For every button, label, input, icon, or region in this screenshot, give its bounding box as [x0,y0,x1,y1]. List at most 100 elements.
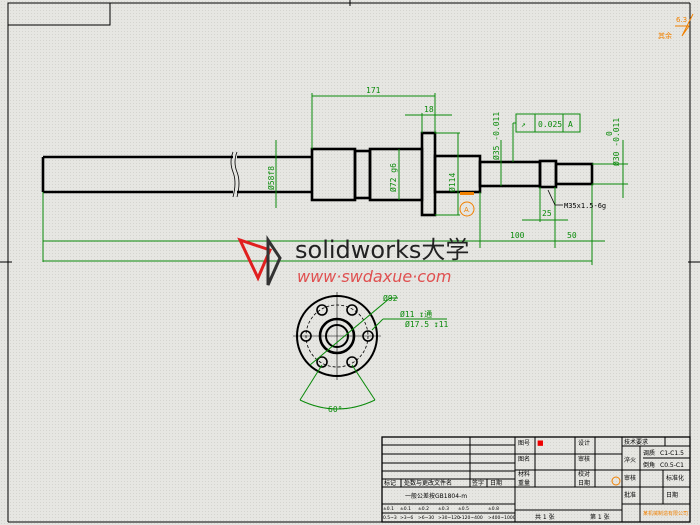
drawing-label: 日期 [490,479,502,487]
drawing-line [382,437,690,522]
drawing-label: 其余 [658,31,672,40]
drawing-line [316,356,328,368]
drawing-label: 倒角 [643,461,655,469]
drawing-label: A [568,120,573,129]
drawing-line [299,364,323,401]
drawing-label: 0.5~3 [383,515,397,521]
drawing-line [299,399,376,410]
drawing-label: M35x1.5-6g [564,202,606,210]
drawing-label: 淬火 [624,456,636,464]
drawing-label: www·swdaxue·com [297,267,451,286]
drawing-label: 审核 [578,455,590,463]
drawing-line [362,330,374,342]
drawing-label: 共 1 张 [535,513,555,521]
drawing-label: 设计 [578,439,590,447]
drawing-label: Ø58f8 [266,166,276,190]
drawing-label: ↗ [521,120,526,129]
gdt-frame: ↗ 0.025 A [512,113,581,162]
drawing-line [538,159,558,189]
drawing-label: Ø30 -0.011 [611,118,621,166]
drawing-line [237,237,273,282]
drawing-label: ±0.8 [488,506,499,512]
drawing-label: 0.025 [538,120,562,129]
drawing-label: 图名 [518,455,530,463]
drawing-line [41,155,312,194]
drawing-label: 调质 [643,449,655,457]
drawing-label: 171 [366,86,381,95]
drawing-label: 60° [328,405,342,414]
drawing-line [478,160,542,188]
drawing-label: solidworks大学 [295,236,469,264]
drawing-line [460,192,474,195]
drawing-label: 标记 [384,479,396,487]
flange-end-view: Ø92 Ø11 ↧通 Ø17.5 ↧11 60° [293,292,449,414]
drawing-label: 批准 [624,491,636,499]
surface-roughness-symbol: 其余 6.3 [658,13,694,40]
drawing-line [346,304,358,316]
drawing-label: Ø11 ↧通 [400,309,432,319]
drawing-label: ±0.1 [400,506,411,512]
drawing-line [459,201,475,217]
drawing-label: ±0.2 [418,506,429,512]
drawing-line [300,330,312,342]
drawing-label: >120~400 [458,515,483,521]
drawing-label: >3~6 [400,515,413,521]
drawing-line [353,149,372,200]
drawing-label: Ø35 -0.011 [491,112,501,160]
drawing-label: 处数与更改文件名 [404,479,452,487]
drawing-label: ■ [537,439,544,447]
drawing-label: A [464,206,469,214]
drawing-line [309,297,391,366]
drawing-label: 标准化 [666,474,684,482]
drawing-line [675,13,694,37]
drawing-label: 材料 [518,470,530,478]
drawing-label: ±0.5 [458,506,469,512]
drawing-label: Ø92 [383,293,398,303]
drawing-label: 一般公差按GB1804-m [405,492,467,500]
top-left-box [7,2,111,26]
datum-a: A [459,192,475,217]
drawing-label: 某机械制造有限公司 [643,510,688,517]
drawing-line [371,318,384,331]
drawing-label: C1-C1.5 [660,450,684,457]
drawing-label: C0.5-C1 [660,462,684,469]
drawing-label: 18 [424,105,434,114]
drawing-label: ±0.1 [383,506,394,512]
drawing-line [310,147,357,202]
drawing-label: 签字 [472,479,484,487]
drawing-label: Ø114 [447,173,457,192]
drawing-line: ±0.1 ±0.1 ±0.2 ±0.3 ±0.5 ±0.8 0.5~3 >3~6… [383,506,516,521]
drawing-label: >400~1000 [488,515,516,521]
drawing-label: 审核 [624,474,636,482]
drawing-label: 图号 [518,440,530,447]
drawing-label: >6~30 [418,515,434,521]
drawing-label: 日期 [666,491,678,499]
drawing-label: 50 [567,231,577,240]
drawing-label: ±0.3 [438,506,449,512]
drawing-label: 6.3 [676,16,687,24]
shaft-front-view [41,131,594,217]
drawing-label: 日期 [578,479,590,487]
break-line [230,151,240,198]
drawing-label: 重量 [518,479,530,487]
drawing-label: Ø72 g6 [388,163,398,192]
drawing-line [420,131,437,217]
drawing-line [611,476,621,486]
drawing-line [547,189,563,206]
drawing-line [554,162,594,186]
drawing-line [351,364,376,401]
drawing-line [266,235,282,286]
drawing-label: 100 [510,231,525,240]
drawing-line [300,304,374,368]
drawing-label: Ø17.5 ↧11 [405,319,449,329]
drawing-line [346,356,358,368]
drawing-label: >30~120 [438,515,460,521]
dimensions: 100 50 171 18 Ø58f8 Ø72 g6 Ø114 Ø35 -0.0… [42,86,628,265]
watermark-logo: solidworks大学 www·swdaxue·com [237,235,469,286]
drawing-label: 校对 [578,470,590,478]
drawing-label: 25 [542,209,552,218]
drawing-label: 技术要求 [624,438,648,446]
drawing-label: 0 [605,131,614,136]
drawing-line [316,304,328,316]
